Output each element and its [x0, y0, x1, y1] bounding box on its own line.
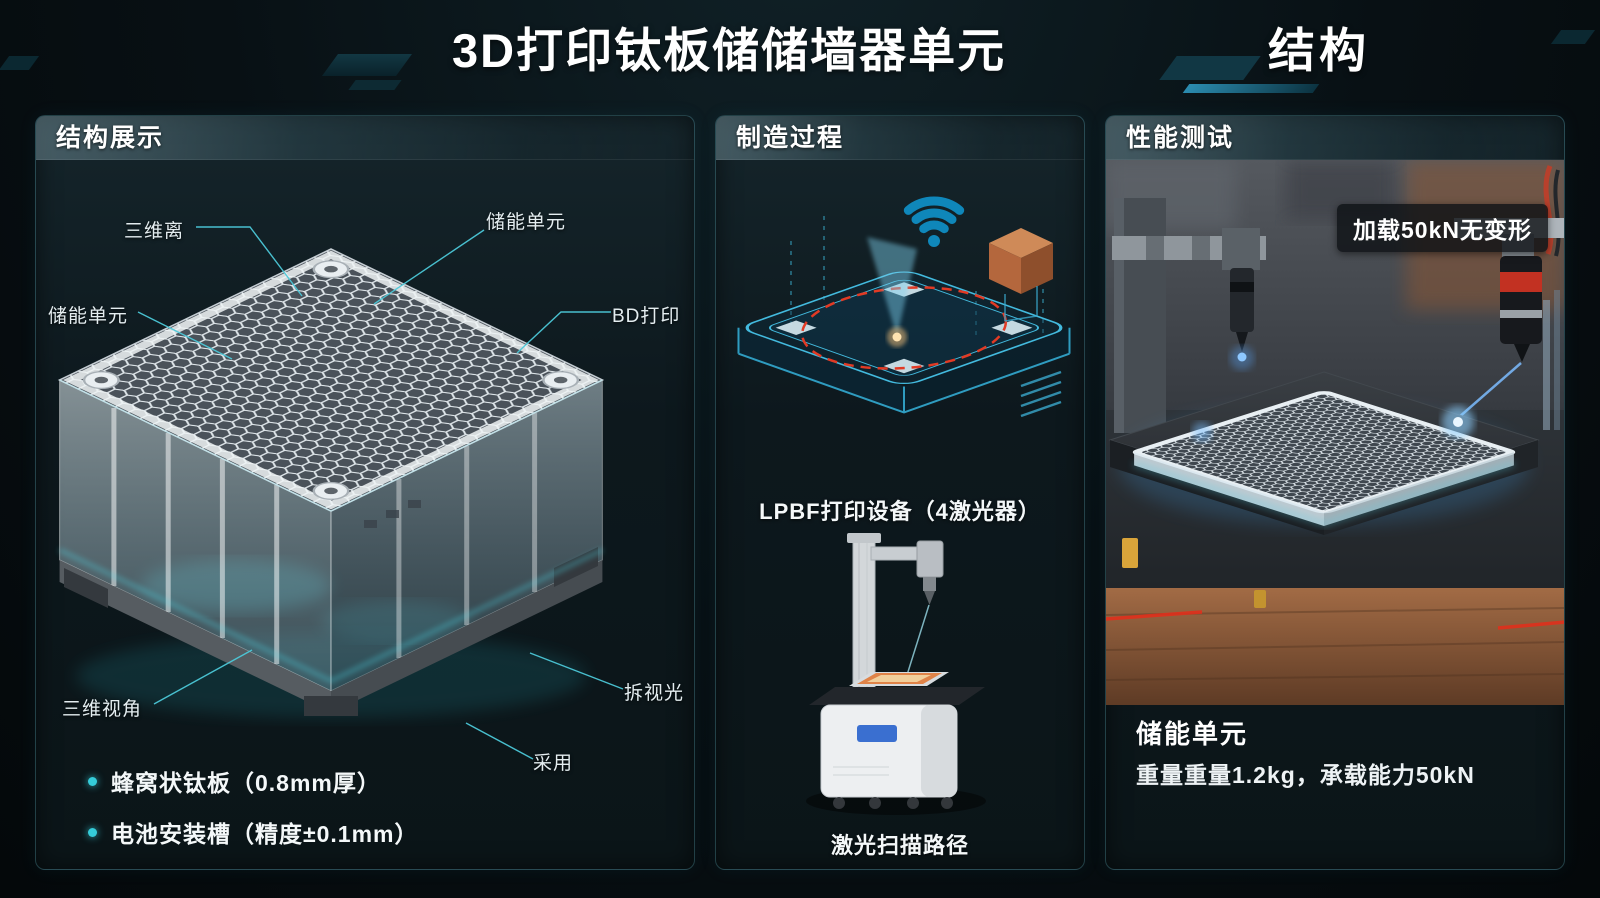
- title-decor-edge-right-icon: [1550, 30, 1596, 44]
- lpbf-blueprint-illustration: [737, 196, 1071, 418]
- structure-panel: 结构展示: [35, 115, 695, 870]
- result-title: 储能单元: [1136, 719, 1249, 749]
- bullet-text: 蜂窝状钛板（0.8mm厚）: [111, 770, 381, 796]
- bullet-item: 电池安装槽（精度±0.1mm）: [88, 815, 419, 849]
- callout-label-top-left: 三维离: [124, 221, 185, 242]
- orange-module-icon: [989, 228, 1053, 294]
- load-result-badge: 加载50kN无变形: [1337, 204, 1548, 252]
- bullet-dot-icon: [88, 776, 97, 786]
- load-test-photo: [1106, 160, 1564, 705]
- structure-panel-header: 结构展示: [36, 116, 694, 160]
- callout-label-bottom-center: 采用: [533, 753, 574, 774]
- structure-bullet-list: 蜂窝状钛板（0.8mm厚） 电池安装槽（精度±0.1mm）: [88, 764, 419, 866]
- title-decor-edge-left-icon: [0, 56, 40, 70]
- callout-label-mid-left: 储能单元: [48, 306, 129, 327]
- process-panel: 制造过程: [715, 115, 1085, 870]
- bullet-dot-icon: [88, 827, 97, 837]
- laser-path-caption: 激光扫描路径: [830, 833, 969, 858]
- page-subtitle: 结构: [1268, 24, 1370, 77]
- test-panel: 性能测试: [1105, 115, 1565, 870]
- title-decor-left-small-icon: [348, 80, 402, 90]
- honeycomb-box-illustration: [57, 226, 624, 760]
- printer-illustration: [806, 533, 986, 815]
- result-text: 重量重量1.2kg，承载能力50kN: [1136, 762, 1475, 788]
- honeycomb-plate-icon: [1132, 391, 1516, 514]
- title-decor-right-streak-icon: [1182, 84, 1320, 93]
- callout-label-bottom-right: 拆视光: [624, 683, 685, 704]
- lpbf-caption: LPBF打印设备（4激光器）: [759, 499, 1041, 524]
- page-title: 3D打印钛板储储墙器单元: [452, 24, 1007, 77]
- title-decor-right-icon: [1159, 56, 1261, 80]
- test-panel-header: 性能测试: [1106, 116, 1564, 160]
- title-decor-left-icon: [322, 54, 412, 76]
- process-panel-header: 制造过程: [716, 116, 1084, 160]
- left-probe-icon: [1112, 198, 1266, 433]
- bullet-text: 电池安装槽（精度±0.1mm）: [111, 821, 419, 847]
- wifi-icon: [903, 196, 965, 234]
- callout-label-mid-right: BD打印: [612, 306, 681, 327]
- callout-label-bottom-left: 三维视角: [62, 699, 143, 720]
- bullet-item: 蜂窝状钛板（0.8mm厚）: [88, 764, 419, 798]
- callout-label-top-center: 储能单元: [486, 212, 567, 233]
